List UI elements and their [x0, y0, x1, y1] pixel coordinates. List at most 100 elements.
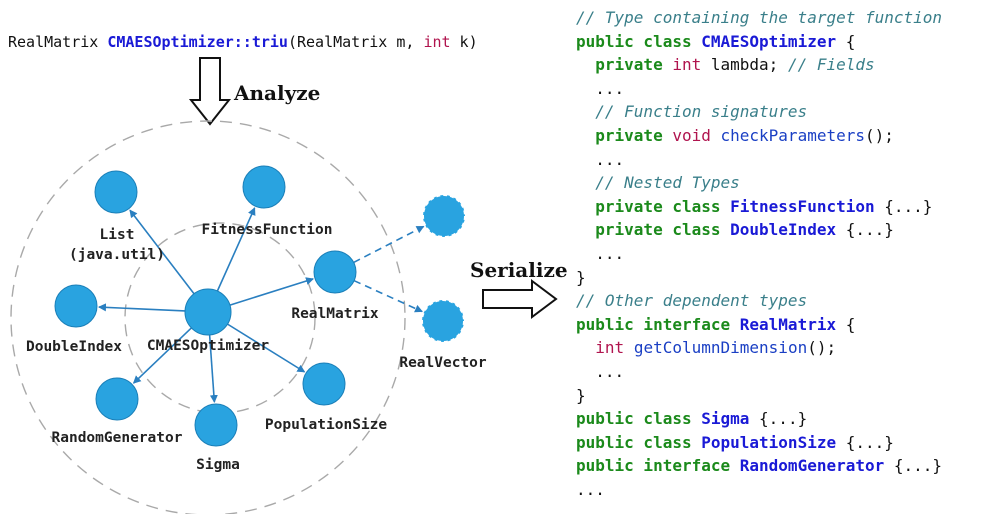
code-token	[576, 173, 595, 192]
code-token: private class	[595, 196, 731, 216]
node-realmatrix	[313, 250, 357, 294]
code-token	[576, 126, 595, 145]
code-token	[711, 126, 721, 145]
edge-center-sigma	[208, 334, 218, 404]
code-token: }	[576, 385, 586, 405]
node-label-realmatrix: RealMatrix	[291, 306, 379, 322]
code-token: PopulationSize	[701, 432, 837, 452]
analyze-arrow-icon	[188, 57, 232, 126]
code-token: private	[595, 125, 673, 145]
edge-center-popsize	[227, 323, 306, 373]
code-token	[576, 220, 595, 239]
code-line: private class DoubleIndex {...}	[576, 218, 942, 242]
code-token: // Type containing the target function	[576, 8, 943, 27]
code-token: void	[672, 125, 711, 145]
code-token: ...	[576, 149, 625, 169]
code-line: int getColumnDimension();	[576, 336, 942, 360]
node-label-randomgen: RandomGenerator	[52, 430, 183, 446]
code-token: ();	[807, 338, 837, 358]
code-token: // Function signatures	[595, 102, 808, 122]
code-token: ();	[865, 125, 894, 145]
node-label-sigma: Sigma	[196, 457, 240, 473]
code-line: }	[576, 266, 942, 290]
node-label-doubleindex: DoubleIndex	[26, 339, 122, 355]
code-token: lambda;	[701, 55, 788, 75]
code-token	[576, 197, 595, 216]
code-token: {...}	[884, 456, 943, 476]
qualified-function-name: CMAESOptimizer::triu	[107, 33, 288, 51]
params-open: (RealMatrix m,	[287, 33, 424, 51]
param-keyword: int	[423, 33, 451, 51]
outer-boundary	[10, 120, 406, 514]
code-line: // Type containing the target function	[576, 6, 942, 30]
node-list	[94, 170, 138, 214]
code-token: RealMatrix	[739, 314, 837, 334]
code-token: private class	[595, 220, 731, 240]
node-label-popsize: PopulationSize	[265, 417, 387, 433]
analyze-label: Analyze	[234, 81, 321, 105]
node-center	[184, 288, 232, 336]
code-token: public class	[576, 409, 702, 429]
node-label-center: CMAESOptimizer	[147, 338, 269, 354]
node-realvector	[421, 299, 465, 343]
code-token	[576, 338, 595, 357]
code-token: {...}	[836, 432, 894, 452]
code-line: private int lambda; // Fields	[576, 53, 942, 77]
code-token	[576, 55, 595, 74]
target-function-signature: RealMatrix CMAESOptimizer::triu(RealMatr…	[8, 33, 478, 51]
code-token: public interface	[576, 456, 740, 476]
code-token: public class	[576, 432, 702, 452]
code-token: int	[672, 55, 702, 75]
code-line: public class PopulationSize {...}	[576, 431, 942, 455]
node-unnamed	[422, 194, 466, 238]
code-token: ...	[576, 479, 605, 499]
code-token: FitnessFunction	[730, 196, 875, 216]
code-line: ...	[576, 77, 942, 101]
node-popsize	[302, 362, 346, 406]
code-line: private class FitnessFunction {...}	[576, 195, 942, 219]
edge-center-list	[129, 209, 195, 295]
code-line: public class Sigma {...}	[576, 407, 942, 431]
node-label-fitness: FitnessFunction	[202, 222, 333, 238]
code-token: {	[836, 31, 856, 51]
code-line: // Other dependent types	[576, 289, 942, 313]
node-fitness	[242, 165, 286, 209]
code-token: private	[595, 55, 673, 75]
edge-center-fitness	[216, 207, 256, 292]
edge-center-doubleindex	[97, 303, 186, 312]
code-token: // Nested Types	[595, 173, 740, 193]
code-line: public interface RandomGenerator {...}	[576, 454, 942, 478]
code-token: DoubleIndex	[730, 220, 837, 240]
code-line: public class CMAESOptimizer {	[576, 30, 942, 54]
code-token: getColumnDimension	[633, 338, 808, 358]
node-label-realvector: RealVector	[399, 355, 487, 371]
code-token: {...}	[749, 409, 808, 429]
code-line: public interface RealMatrix {	[576, 313, 942, 337]
params-close: k)	[450, 33, 478, 51]
code-token: Sigma	[701, 409, 750, 429]
code-line: ...	[576, 478, 942, 502]
edge-center-randomgen	[132, 327, 192, 384]
edge-center-realmatrix	[229, 277, 315, 306]
code-line: // Function signatures	[576, 100, 942, 124]
code-token: ...	[576, 243, 625, 263]
code-token: {...}	[836, 220, 894, 240]
code-line: // Nested Types	[576, 171, 942, 195]
code-token: {...}	[874, 196, 933, 216]
node-label-list: List	[100, 227, 135, 243]
code-token	[576, 102, 595, 121]
return-type: RealMatrix	[8, 33, 99, 51]
code-line: ...	[576, 360, 942, 384]
code-line: private void checkParameters();	[576, 124, 942, 148]
code-token: }	[576, 267, 586, 287]
code-token: ...	[576, 78, 625, 98]
code-token	[624, 338, 634, 357]
edge-realmatrix-realvector	[353, 279, 423, 313]
node-sigma	[194, 403, 238, 447]
serialize-arrow-icon	[482, 279, 558, 319]
code-line: ...	[576, 148, 942, 172]
code-token: {	[836, 314, 856, 334]
node-label-list: (java.util)	[69, 247, 165, 263]
code-token: CMAESOptimizer	[701, 31, 837, 51]
